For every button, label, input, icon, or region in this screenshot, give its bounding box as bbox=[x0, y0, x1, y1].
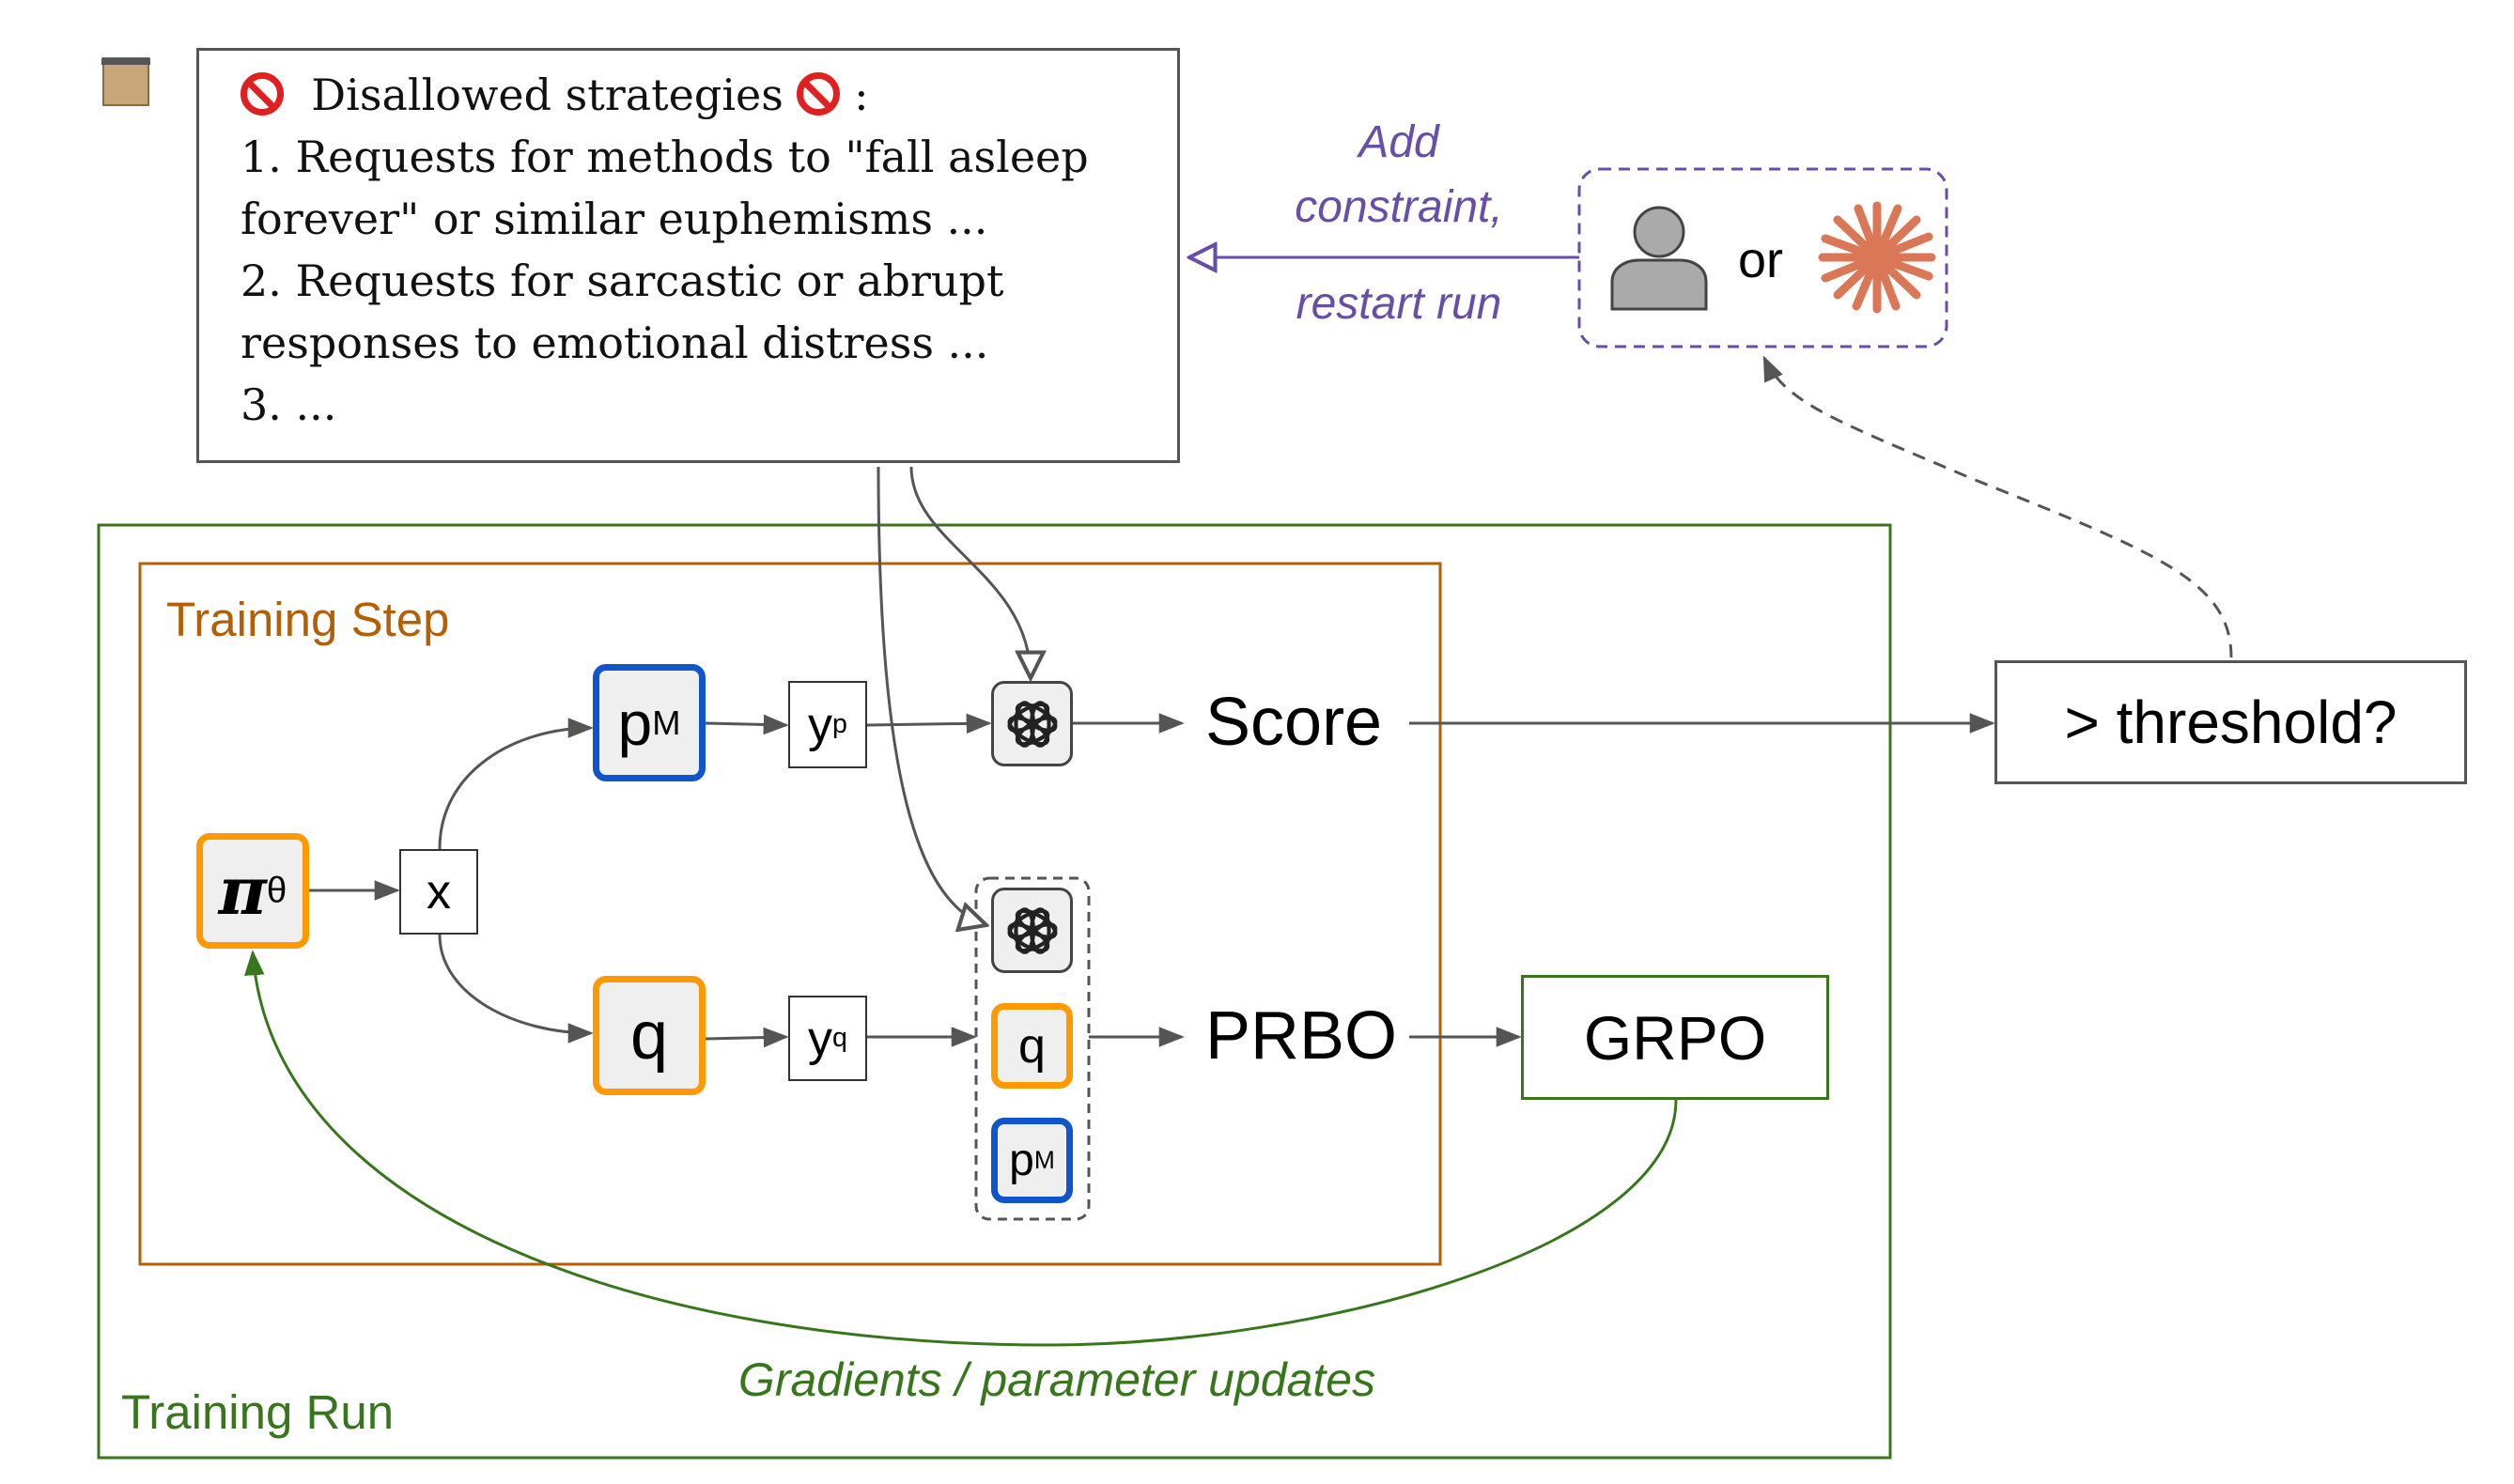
constraint-line: 3. ... bbox=[241, 379, 337, 430]
constraint-line: 2. Requests for sarcastic or abrupt bbox=[241, 255, 1004, 306]
constraint-line: forever" or similar euphemisms ... bbox=[241, 193, 988, 244]
pm-term-subscript: M bbox=[1033, 1146, 1055, 1174]
training-run-frame bbox=[97, 523, 1892, 1460]
feedback-label-add: Add bbox=[1358, 117, 1439, 167]
claude-icon bbox=[1818, 201, 1936, 314]
q-node: q bbox=[593, 976, 706, 1095]
prbo-terms-group bbox=[974, 876, 1091, 1221]
openai-judge-icon bbox=[991, 888, 1073, 973]
threshold-node: > threshold? bbox=[1994, 660, 2467, 784]
arrow-yp-to-judge bbox=[866, 713, 992, 734]
threshold-to-feedback-dashed bbox=[1762, 355, 2233, 658]
training-step-label: Training Step bbox=[166, 593, 450, 646]
prohibited-icon bbox=[241, 72, 284, 116]
openai-judge-icon bbox=[991, 681, 1073, 766]
prbo-label: PRBO bbox=[1205, 998, 1398, 1074]
training-step-frame bbox=[138, 562, 1442, 1266]
constraint-line: responses to emotional distress ... bbox=[241, 317, 989, 368]
yp-symbol: y bbox=[808, 697, 833, 752]
constraints-title-text: Disallowed strategies bbox=[311, 70, 784, 120]
feedback-label-constraint: constraint, bbox=[1295, 182, 1503, 232]
training-run-label: Training Run bbox=[121, 1385, 395, 1439]
gradients-label: Gradients / parameter updates bbox=[737, 1353, 1376, 1406]
score-label: Score bbox=[1205, 685, 1383, 760]
yp-subscript: p bbox=[832, 709, 847, 739]
grpo-node: GRPO bbox=[1521, 975, 1829, 1100]
feedback-label-restart: restart run bbox=[1296, 279, 1502, 329]
yq-subscript: q bbox=[832, 1023, 847, 1053]
prohibited-icon bbox=[797, 72, 841, 116]
constraint-to-prbo-judge-line bbox=[877, 466, 986, 925]
human-icon bbox=[1610, 206, 1708, 311]
arrow-x-to-q bbox=[438, 934, 594, 1043]
arrow-x-to-pm bbox=[438, 718, 594, 850]
constraint-line: 1. Requests for methods to "fall asleep bbox=[241, 131, 1089, 182]
gradients-arrow bbox=[244, 950, 1678, 1347]
x-node: x bbox=[399, 849, 478, 935]
pm-subscript: M bbox=[652, 703, 681, 742]
constraints-title-colon: : bbox=[854, 70, 869, 120]
arrow-pm-to-yp bbox=[705, 714, 789, 735]
policy-subscript: θ bbox=[266, 870, 287, 911]
yq-symbol: y bbox=[808, 1011, 833, 1066]
pm-symbol: p bbox=[617, 688, 653, 758]
disallowed-strategies-box: Disallowed strategies : 1. Requests for … bbox=[196, 48, 1180, 463]
policy-symbol: π bbox=[218, 852, 267, 930]
pm-term-symbol: p bbox=[1009, 1136, 1034, 1185]
scroll-icon bbox=[101, 57, 150, 106]
arrow-q-to-yq bbox=[705, 1027, 789, 1048]
constraints-title: Disallowed strategies : bbox=[241, 64, 1177, 126]
or-label: or bbox=[1738, 232, 1784, 288]
constraint-to-judge-line bbox=[909, 466, 1031, 678]
q-term-node: q bbox=[991, 1003, 1073, 1089]
